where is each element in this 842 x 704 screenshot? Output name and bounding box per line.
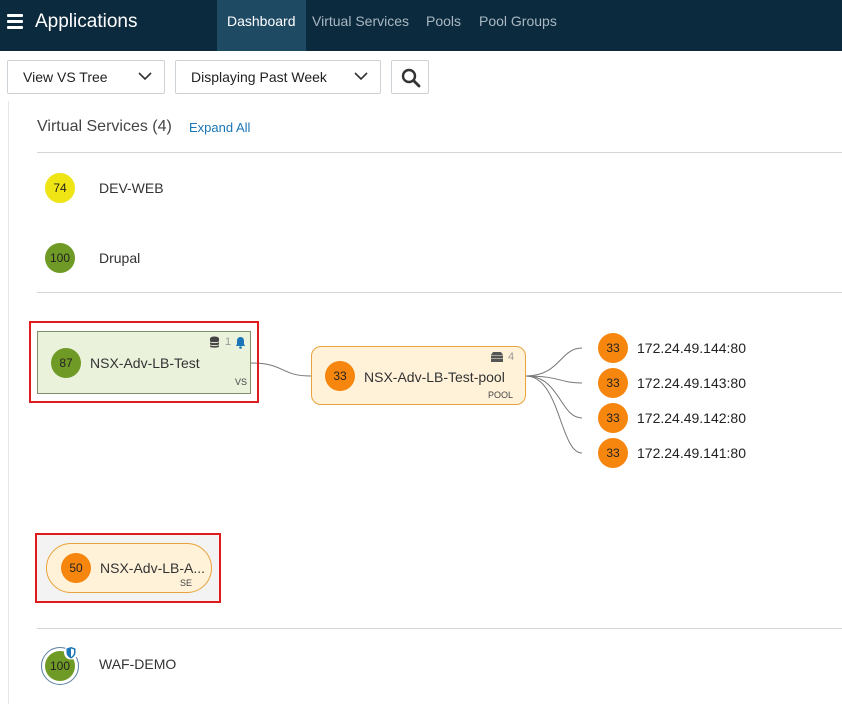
divider <box>37 628 842 629</box>
vs-tree-node[interactable]: 87 NSX-Adv-LB-Test 1 VS <box>37 331 251 394</box>
waf-ring <box>41 647 79 685</box>
app-title: Applications <box>35 11 138 32</box>
health-score-badge: 87 <box>51 348 81 378</box>
se-node-name: NSX-Adv-LB-A... <box>100 560 206 576</box>
node-type-label: VS <box>235 377 248 387</box>
server-stack-icon <box>491 352 503 362</box>
health-score-badge: 33 <box>325 361 355 391</box>
chevron-down-icon <box>138 72 152 81</box>
server-ip[interactable]: 172.24.49.144:80 <box>637 340 746 356</box>
server-count: 4 <box>508 351 515 363</box>
server-ip[interactable]: 172.24.49.143:80 <box>637 375 746 391</box>
hamburger-menu-icon[interactable] <box>7 14 23 29</box>
chevron-down-icon <box>354 72 368 81</box>
server-ip[interactable]: 172.24.49.142:80 <box>637 410 746 426</box>
virtual-services-header: Virtual Services (4) <box>37 118 172 135</box>
view-select-value: View VS Tree <box>23 69 108 85</box>
shield-icon <box>64 645 78 660</box>
divider <box>37 292 842 293</box>
node-type-label: POOL <box>488 390 514 400</box>
top-nav-bar: Applications Dashboard Virtual Services … <box>0 0 842 51</box>
node-type-label: SE <box>180 578 193 588</box>
health-score-badge: 50 <box>61 553 91 583</box>
time-range-dropdown[interactable]: Displaying Past Week <box>175 60 381 94</box>
time-range-value: Displaying Past Week <box>191 69 327 85</box>
search-button[interactable] <box>391 60 429 94</box>
health-score-badge: 33 <box>598 368 628 398</box>
tab-dashboard[interactable]: Dashboard <box>217 0 306 51</box>
health-score-badge: 33 <box>598 438 628 468</box>
tab-pool-groups[interactable]: Pool Groups <box>479 13 557 29</box>
server-ip[interactable]: 172.24.49.141:80 <box>637 445 746 461</box>
vs-name-drupal[interactable]: Drupal <box>99 250 141 266</box>
health-score-badge: 74 <box>45 173 75 203</box>
health-score-badge: 33 <box>598 403 628 433</box>
vs-node-name: NSX-Adv-LB-Test <box>90 355 200 371</box>
toolbar: View VS Tree Displaying Past Week <box>0 51 842 101</box>
expand-all-link[interactable]: Expand All <box>189 120 251 135</box>
divider <box>37 152 842 153</box>
view-select-dropdown[interactable]: View VS Tree <box>7 60 165 94</box>
database-icon <box>209 336 220 348</box>
vs-name-waf-demo[interactable]: WAF-DEMO <box>99 656 177 672</box>
health-score-badge: 33 <box>598 333 628 363</box>
se-tree-node[interactable]: 50 NSX-Adv-LB-A... SE <box>46 543 212 593</box>
tab-pools[interactable]: Pools <box>426 13 462 29</box>
vs-name-dev-web[interactable]: DEV-WEB <box>99 180 164 196</box>
health-score-badge: 100 <box>45 243 75 273</box>
highlight-box <box>29 321 259 403</box>
se-count: 1 <box>225 336 232 348</box>
tab-virtual-services[interactable]: Virtual Services <box>312 13 410 29</box>
bell-icon[interactable] <box>235 336 246 349</box>
search-icon <box>401 68 421 88</box>
pool-tree-node[interactable]: 33 NSX-Adv-LB-Test-pool 4 POOL <box>311 346 526 405</box>
pool-node-name: NSX-Adv-LB-Test-pool <box>364 369 505 385</box>
